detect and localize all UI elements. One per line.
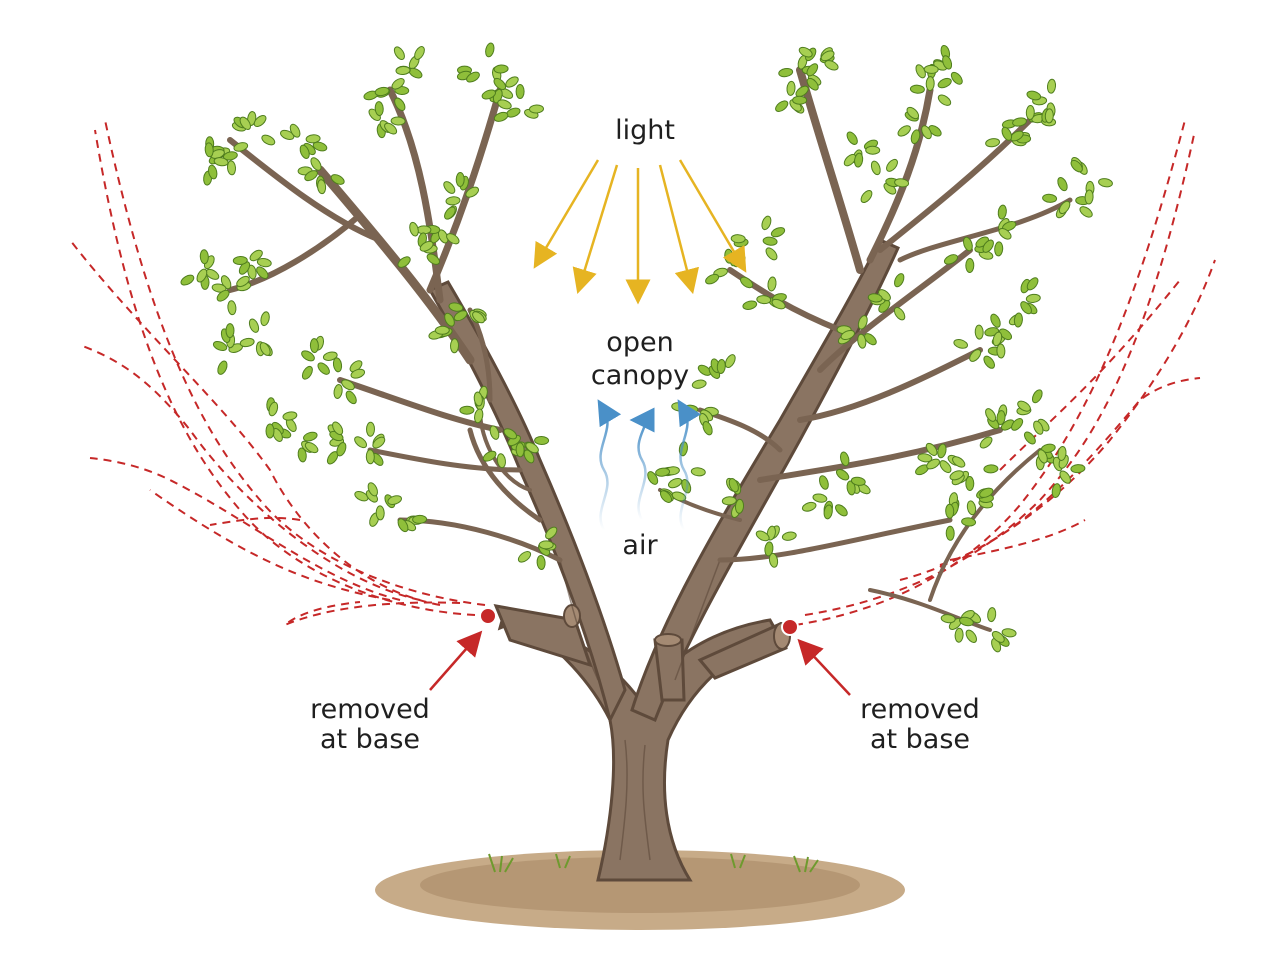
cut-arrow-right <box>797 638 851 696</box>
open-canopy-label-line2: canopy <box>590 360 690 391</box>
tree-leaves <box>180 42 1113 653</box>
light-label: light <box>615 115 675 146</box>
removed-at-base-label-right: removed at base <box>840 695 1000 755</box>
red-dot-icon <box>479 607 497 625</box>
open-canopy-label: open canopy <box>570 326 710 392</box>
removed-right-line1: removed <box>860 694 980 725</box>
removed-left-line1: removed <box>310 694 430 725</box>
cut-arrow-left <box>429 630 483 691</box>
arrow-down-icon <box>533 159 747 305</box>
cut-marks <box>429 607 851 696</box>
removed-branch-outlines <box>69 119 1216 626</box>
removed-at-base-label-left: removed at base <box>290 695 450 755</box>
removed-left-line2: at base <box>319 724 421 755</box>
air-label: air <box>622 530 658 561</box>
ground-mulch <box>375 850 905 930</box>
wavy-arrow-up-icon <box>597 399 702 531</box>
red-dot-icon <box>781 618 799 636</box>
open-canopy-label-line1: open <box>606 327 674 358</box>
removed-right-line2: at base <box>869 724 971 755</box>
